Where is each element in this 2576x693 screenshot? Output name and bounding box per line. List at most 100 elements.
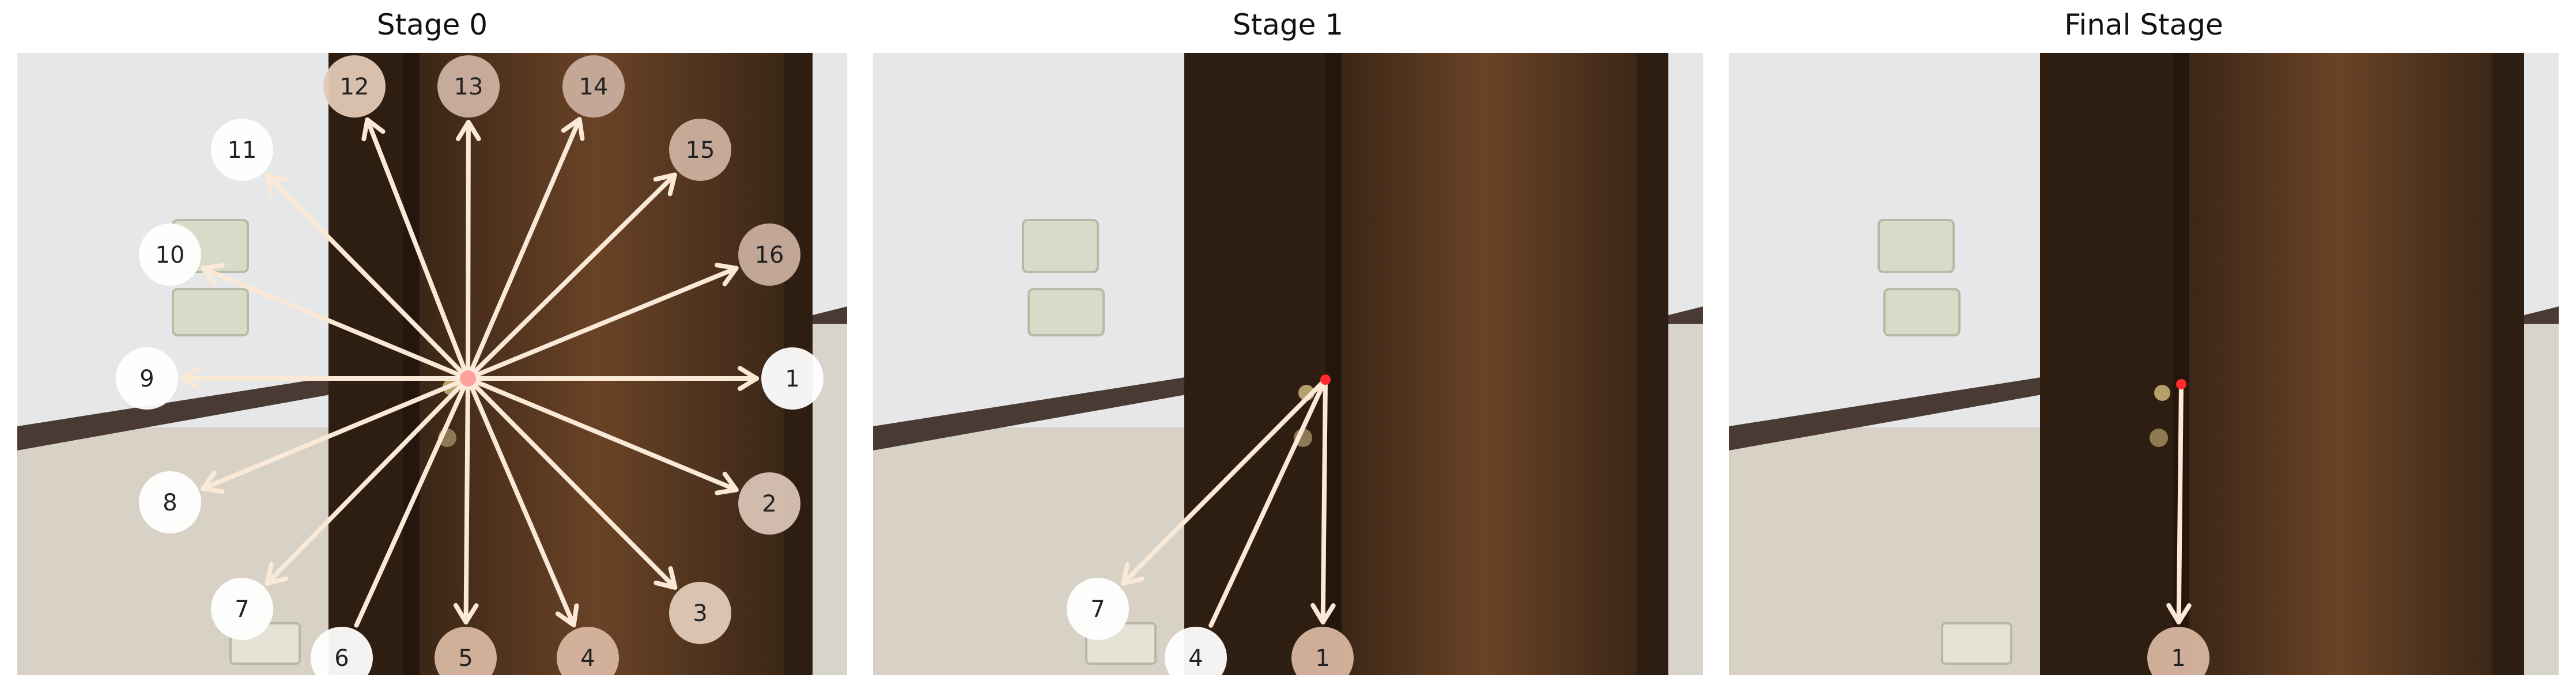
direction-marker [435, 627, 497, 675]
origin-point [1320, 374, 1331, 385]
direction-marker [738, 224, 800, 286]
direction-arrow [466, 266, 739, 381]
panel-title: Stage 1 [1232, 8, 1344, 41]
direction-marker [669, 582, 731, 644]
direction-marker [669, 119, 731, 181]
direction-arrow [1320, 377, 1328, 625]
panel-stage-0: Stage 0 [17, 0, 847, 693]
direction-marker [557, 627, 619, 675]
direction-marker [738, 472, 800, 535]
direction-arrow [1120, 377, 1328, 586]
floor-outlet [1941, 622, 2012, 665]
direction-marker [761, 347, 824, 410]
door-edge [403, 53, 420, 675]
direction-marker [323, 55, 386, 118]
wall-rail [873, 376, 1196, 450]
direction-label: 7 [1090, 596, 1105, 623]
direction-arrow [466, 376, 739, 493]
direction-marker [1165, 627, 1227, 675]
labels-layer: 1 [2147, 627, 2209, 675]
origin-point [460, 370, 476, 387]
wall-rail [1729, 376, 2052, 450]
direction-marker [311, 627, 373, 675]
panel-title: Stage 0 [376, 8, 488, 41]
arrow-head [180, 366, 202, 391]
arrow-head [555, 603, 579, 628]
direction-marker [437, 55, 500, 118]
direction-marker [2147, 627, 2209, 675]
direction-label: 11 [228, 137, 257, 164]
panel-final-stage: Final Stage 1 [1729, 0, 2559, 693]
direction-label: 4 [580, 645, 595, 672]
scene-image: 1 4 7 [873, 53, 1703, 675]
arrow-head [265, 173, 289, 197]
arrow-head [715, 263, 739, 287]
direction-line [1208, 377, 1328, 628]
arrows-layer [1120, 377, 1336, 628]
door [1337, 53, 1637, 675]
direction-arrow [201, 266, 470, 381]
wall-outlet [1883, 288, 1961, 336]
panel-title: Final Stage [2064, 8, 2223, 41]
direction-label: 8 [163, 490, 177, 516]
direction-arrow [265, 173, 470, 381]
wall-outlet [1028, 288, 1105, 336]
direction-label: 4 [1188, 645, 1203, 672]
direction-label: 1 [1315, 645, 1329, 672]
direction-marker [562, 55, 625, 118]
scene-svg: 1 [1729, 53, 2559, 675]
direction-arrow [2176, 382, 2184, 625]
arrow-head [2166, 603, 2192, 625]
arrow-head [201, 263, 225, 287]
arrows-layer [180, 116, 759, 628]
arrow-head [1120, 562, 1145, 586]
door [2184, 53, 2492, 675]
arrow-head [738, 366, 759, 391]
arrow-head [456, 119, 481, 142]
direction-line [354, 376, 470, 628]
direction-marker [211, 578, 273, 640]
arrow-head [654, 566, 678, 590]
direction-label: 5 [458, 645, 473, 672]
door-lock [2150, 429, 2168, 447]
direction-label: 9 [139, 366, 154, 392]
direction-marker [1291, 627, 1354, 675]
direction-marker [116, 347, 178, 410]
door-edge [1325, 53, 1342, 675]
direction-marker [139, 224, 201, 286]
direction-label: 1 [785, 366, 799, 392]
direction-label: 15 [686, 137, 715, 164]
direction-marker [1067, 578, 1129, 640]
arrow-head [201, 470, 225, 494]
scene-image: 1 [1729, 53, 2559, 675]
direction-arrow [466, 119, 471, 381]
wall-outlet [1878, 219, 1955, 273]
direction-arrow [466, 376, 678, 590]
door-handle [2154, 385, 2170, 401]
direction-label: 1 [2171, 645, 2185, 672]
arrow-head [453, 603, 479, 625]
direction-arrow [365, 117, 470, 381]
arrow-head [561, 116, 585, 141]
wall-outlet [1022, 219, 1099, 273]
wall-rail [17, 376, 340, 450]
direction-label: 14 [579, 74, 609, 100]
arrow-head [653, 172, 677, 196]
direction-label: 12 [340, 74, 369, 100]
direction-arrow [265, 376, 470, 586]
direction-marker [211, 119, 273, 181]
arrow-head [265, 562, 289, 586]
direction-label: 16 [755, 242, 784, 268]
arrow-head [361, 117, 386, 142]
direction-arrow [466, 376, 576, 628]
direction-label: 2 [762, 491, 776, 517]
direction-label: 10 [156, 242, 185, 268]
arrow-head [1310, 603, 1336, 625]
labels-layer: 1 4 7 [1067, 578, 1354, 675]
direction-marker [139, 471, 201, 533]
direction-label: 3 [693, 600, 707, 627]
direction-arrow [466, 172, 677, 381]
